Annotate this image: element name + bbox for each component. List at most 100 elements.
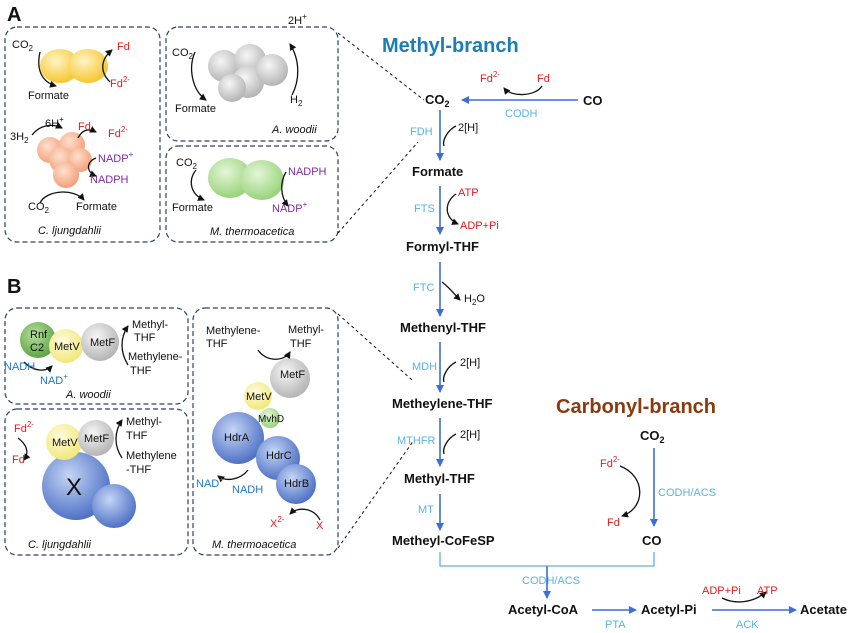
aw-rnf-label: Rnf <box>30 329 48 341</box>
mt-nadh-oxidation-arrow <box>217 469 249 483</box>
pathway-fd: Fd <box>537 73 550 85</box>
cl-organism-label: C. ljungdahlii <box>38 225 102 237</box>
cl-metf-label: MetF <box>84 433 109 445</box>
zoom-line-a-top <box>337 32 425 101</box>
aw-hdcr-box <box>165 26 339 142</box>
pathway-h2o: H2O <box>464 293 485 307</box>
carbonyl-branch-title: Carbonyl-branch <box>556 396 716 418</box>
cl-organism-label-b: C. ljungdahlii <box>28 539 92 551</box>
pathway-fd2: Fd2- <box>480 70 500 85</box>
cl-co2-to-formate-arrow-2 <box>39 191 85 204</box>
enzyme-fdh: FDH <box>410 126 433 138</box>
cl-formate-dehydrogenase-box <box>4 26 161 243</box>
zoom-line-b-top <box>337 313 413 381</box>
mt-metf-label: MetF <box>280 369 305 381</box>
mt-thf-label: THF <box>206 338 228 350</box>
carbonyl-fd: Fd <box>607 517 620 529</box>
carbonyl-co: CO <box>642 533 662 548</box>
aw-metf-label: MetF <box>90 337 115 349</box>
mt-x-reduction-arrow <box>289 507 321 521</box>
cl-methylene-to-methyl-arrow <box>115 419 123 459</box>
mt-nadph-oxidation-arrow <box>281 171 289 207</box>
pathway-adp-ack: ADP+Pi <box>702 585 741 597</box>
aw-h2-oxidation-arrow <box>289 43 299 96</box>
mt-nadh-label: NADH <box>232 484 263 496</box>
h-input-arrow-1 <box>442 125 457 147</box>
enzyme-ftc: FTC <box>413 282 434 294</box>
mt-co2-to-formate-arrow <box>190 169 205 201</box>
cl-thf2-label: -THF <box>126 464 151 476</box>
cl-fd2-label-b: Fd2- <box>14 420 34 435</box>
pathway-co2: CO2 <box>425 92 450 109</box>
cl-methylene-label: Methylene <box>126 450 177 462</box>
mt-methyl-label: Methyl- <box>288 324 324 336</box>
aw-mthfr-box <box>4 307 189 405</box>
enzyme-ack: ACK <box>736 619 759 631</box>
enzyme-mthfr: MTHFR <box>397 435 436 447</box>
aw-organism-label-b: A. woodii <box>65 389 111 401</box>
cl-6h-label: 6H+ <box>45 115 64 130</box>
mt-hdrb-label: HdrB <box>284 478 309 490</box>
mt-metv-label: MetV <box>246 391 272 403</box>
cl-mthfr-complex <box>42 420 136 528</box>
aw-c2-label: C2 <box>30 342 44 354</box>
enzyme-codh-acs-bottom: CODH/ACS <box>522 575 580 587</box>
aw-hdcr-enzyme-gray <box>208 44 288 102</box>
mt-nadp-label: NADP+ <box>272 200 308 215</box>
cl-fd-oxidation-arrow <box>17 437 31 461</box>
cl-fd-label: Fd <box>117 41 130 53</box>
pathway-methylene-thf: Metheylene-THF <box>392 396 492 411</box>
aw-thf2-label: THF <box>130 365 152 377</box>
mt-formate-label: Formate <box>172 202 213 214</box>
carbonyl-fd2: Fd2- <box>600 455 620 470</box>
cl-thf-label: THF <box>126 430 148 442</box>
aw-nadh-oxidation-arrow <box>23 361 53 373</box>
pathway-acetate: Acetate <box>800 602 847 617</box>
pathway-atp-ack: ATP <box>757 585 778 597</box>
aw-co2-label: CO2 <box>172 47 194 61</box>
cl-methyl-label: Methyl- <box>126 416 162 428</box>
aw-methyl-label: Methyl- <box>132 319 168 331</box>
mt-thf2-label: THF <box>290 338 312 350</box>
atp-synthesis-arrow-ack <box>721 591 767 603</box>
pathway-2h-3: 2[H] <box>460 429 480 441</box>
cl-fd-reduction-arrow-2 <box>77 126 97 139</box>
cl-metv-label: MetV <box>52 437 78 449</box>
aw-h2-label: H2 <box>290 94 303 108</box>
enzyme-fts: FTS <box>414 203 435 215</box>
mt-organism-label: M. thermoacetica <box>210 226 294 238</box>
pathway-2h-1: 2[H] <box>458 122 478 134</box>
aw-methylene-to-methyl-arrow <box>121 325 129 366</box>
panel-label-a: A <box>7 4 21 26</box>
pathway-methyl-cofesp: Metheyl-CoFeSP <box>392 533 495 548</box>
cl-h2-oxidation-arrow <box>31 122 63 136</box>
atp-hydrolysis-arrow-fts <box>446 193 459 225</box>
aw-methylene-label: Methylene- <box>128 351 183 363</box>
cl-co2-to-formate-arrow <box>38 51 57 88</box>
h-input-arrow-2 <box>442 361 457 383</box>
carbonyl-co2: CO2 <box>640 428 665 445</box>
pathway-methyl-thf: Methyl-THF <box>404 471 475 486</box>
aw-organism-label: A. woodii <box>271 124 317 136</box>
mt-methylene-label: Methylene- <box>206 325 261 337</box>
aw-2h-label-text: 2H+ <box>288 12 307 27</box>
cl-formate-label-2: Formate <box>76 201 117 213</box>
methyl-branch-title: Methyl-branch <box>382 35 519 57</box>
enzyme-codh-acs-carbonyl: CODH/ACS <box>658 487 716 499</box>
pathway-atp-fts: ATP <box>458 187 479 199</box>
enzyme-mt: MT <box>418 504 434 516</box>
condensation-bracket <box>439 552 655 567</box>
aw-co2-to-formate-arrow <box>191 51 207 101</box>
zoom-line-a-bottom <box>337 141 419 234</box>
cl-nadp-reduction-arrow <box>87 157 97 178</box>
mt-x-label: X <box>316 520 324 532</box>
cl-fd-reduction-arrow <box>102 49 113 83</box>
mt-mvhd-label: MvhD <box>258 414 284 425</box>
mt-co2-label: CO2 <box>176 157 198 171</box>
pathway-acetyl-pi: Acetyl-Pi <box>641 602 697 617</box>
cl-co2-label: CO2 <box>12 39 34 53</box>
mt-fdh-box <box>165 145 339 243</box>
cl-formate-label: Formate <box>28 90 69 102</box>
aw-mthfr-complex <box>20 322 119 363</box>
zoom-line-b-bottom <box>337 439 415 549</box>
